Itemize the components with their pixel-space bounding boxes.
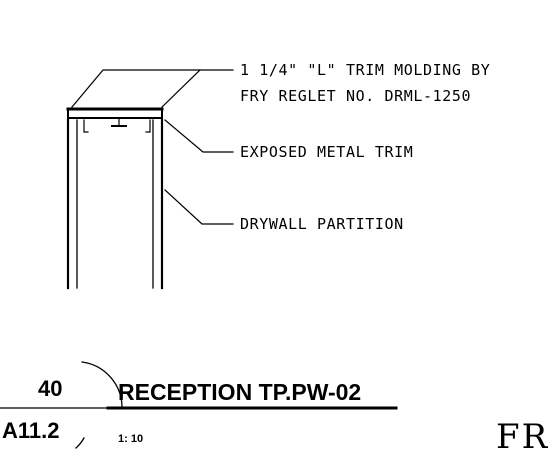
leader-trim-molding-branch [161,69,201,108]
leader-trim-molding [71,69,234,108]
detail-number: 40 [38,376,62,401]
partition-section [66,107,164,290]
title-block: 40 A11.2 RECEPTION TP.PW-02 1: 10 [0,361,398,449]
callout-exposed-metal-trim: EXPOSED METAL TRIM [240,143,413,161]
leader-lines [71,69,234,225]
sheet-number: A11.2 [2,418,60,443]
detail-title: RECEPTION TP.PW-02 [118,379,361,405]
callout-labels: 1 1/4" "L" TRIM MOLDING BY FRY REGLET NO… [240,61,490,233]
callout-trim-molding-line1: 1 1/4" "L" TRIM MOLDING BY [240,61,490,79]
detail-bubble-lower-arc [75,437,85,449]
callout-drywall-partition: DRYWALL PARTITION [240,215,404,233]
corner-logo-text: FR [496,417,549,450]
detail-scale: 1: 10 [118,433,143,445]
detail-bubble [0,361,123,409]
leader-drywall-partition [164,189,234,225]
leader-exposed-metal-trim [164,119,234,153]
l-bracket-right [145,119,151,133]
callout-trim-molding-line2: FRY REGLET NO. DRML-1250 [240,87,471,105]
l-bracket-left [83,119,89,133]
